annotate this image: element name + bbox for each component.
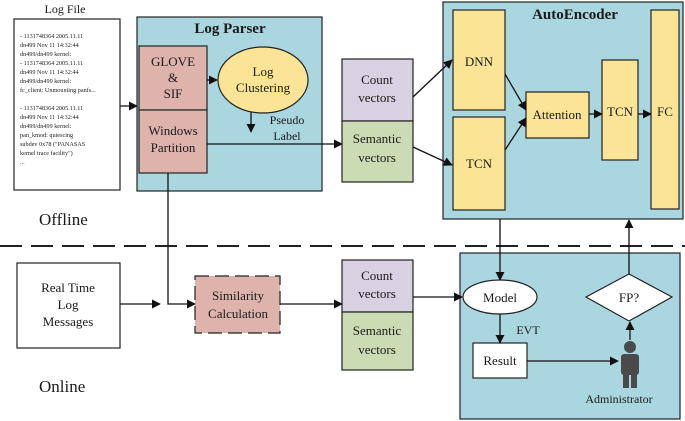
log-line: ... (20, 159, 25, 166)
log-line: dn499/dn499 kernel: (20, 78, 72, 85)
windows-partition-box (138, 109, 208, 174)
evt-label: EVT (516, 323, 540, 337)
glove-label: GLOVE (151, 54, 195, 69)
connectors (120, 59, 652, 366)
pseudo-label-1: Pseudo (270, 113, 305, 127)
log-line: - 1131748364 2005.11.11 (20, 60, 83, 67)
log-line: subdev 0x78 ("PANASAS (20, 141, 86, 148)
tcn-right-label: TCN (607, 104, 634, 119)
arrow-vectors-to-dnn (412, 59, 453, 98)
realtime-label-3: Messages (43, 314, 94, 329)
log-file-lines: - 1131748364 2005.11.11 dn499 Nov 11 14:… (20, 33, 96, 166)
log-line: dn499 Nov 11 14:32:44 (20, 69, 79, 76)
attention-label: Attention (532, 107, 582, 122)
fc-box (650, 9, 680, 210)
offline-label: Offline (39, 210, 88, 229)
tcn-left-box (452, 116, 506, 211)
model-label: Model (483, 290, 517, 305)
similarity-calculation-box (194, 275, 281, 334)
offline-count-vectors (341, 58, 414, 122)
online-label: Online (39, 377, 85, 396)
attention-box (525, 91, 590, 139)
result-box (472, 342, 528, 379)
windows-label: Windows (148, 123, 197, 138)
semantic-label: Semantic (353, 323, 402, 338)
vectors-label: vectors (358, 150, 396, 165)
log-line: dn499 Nov 11 14:32:44 (20, 42, 79, 49)
ampersand-label: & (168, 70, 178, 85)
arrow-vectors-to-tcn (412, 146, 453, 166)
tcn-right-box (601, 59, 639, 161)
vectors-label: vectors (358, 90, 396, 105)
log-clustering-ellipse (217, 46, 309, 114)
tcn-left-label: TCN (466, 156, 493, 171)
dnn-box (452, 9, 506, 111)
realtime-label-1: Real Time (41, 280, 95, 295)
vectors-label: vectors (358, 342, 396, 357)
arrow-dnn-to-attention (504, 73, 527, 111)
arrow-windows-to-similarity (167, 173, 196, 309)
clustering-label-1: Log (253, 64, 274, 79)
vectors-label: vectors (358, 286, 396, 301)
log-line: pan_kmod: quiescing (20, 132, 73, 139)
similarity-label: Similarity (212, 288, 265, 303)
fp-label: FP? (619, 290, 639, 305)
log-line: kernel trace facility") (20, 150, 73, 157)
offline-semantic-vectors (341, 120, 414, 183)
pseudo-label-2: Label (273, 129, 301, 143)
log-line: dn499/dn499 kernel: (20, 51, 72, 58)
dnn-label: DNN (465, 54, 494, 69)
realtime-log-box (16, 262, 121, 349)
realtime-label-2: Log (58, 297, 79, 312)
arrow-tcn-to-attention (504, 117, 527, 151)
sif-label: SIF (164, 86, 183, 101)
log-file-label: Log File (45, 2, 86, 16)
log-parser-title: Log Parser (194, 21, 266, 37)
fp-decision-diamond (584, 273, 674, 322)
count-label: Count (361, 72, 393, 87)
autoencoder-title: AutoEncoder (532, 7, 618, 23)
result-label: Result (483, 353, 517, 368)
log-line: dn499 Nov 11 14:32:44 (20, 114, 79, 121)
count-label: Count (361, 268, 393, 283)
administrator-icon (621, 341, 639, 388)
log-line: dn499/dn499 kernel: (20, 123, 72, 130)
log-line: - 1131748364 2005.11.11 (20, 33, 83, 40)
log-line: - 1131748364 2005.11.11 (20, 105, 83, 112)
partition-label: Partition (151, 140, 196, 155)
log-line: fc_client: Unmounting panfs... (20, 87, 96, 94)
fc-label: FC (657, 104, 673, 119)
administrator-label: Administrator (585, 392, 652, 406)
calculation-label: Calculation (208, 306, 268, 321)
online-semantic-vectors (341, 311, 414, 371)
semantic-label: Semantic (353, 131, 402, 146)
clustering-label-2: Clustering (236, 80, 291, 95)
online-count-vectors (341, 259, 414, 313)
log-file-box (13, 18, 121, 191)
